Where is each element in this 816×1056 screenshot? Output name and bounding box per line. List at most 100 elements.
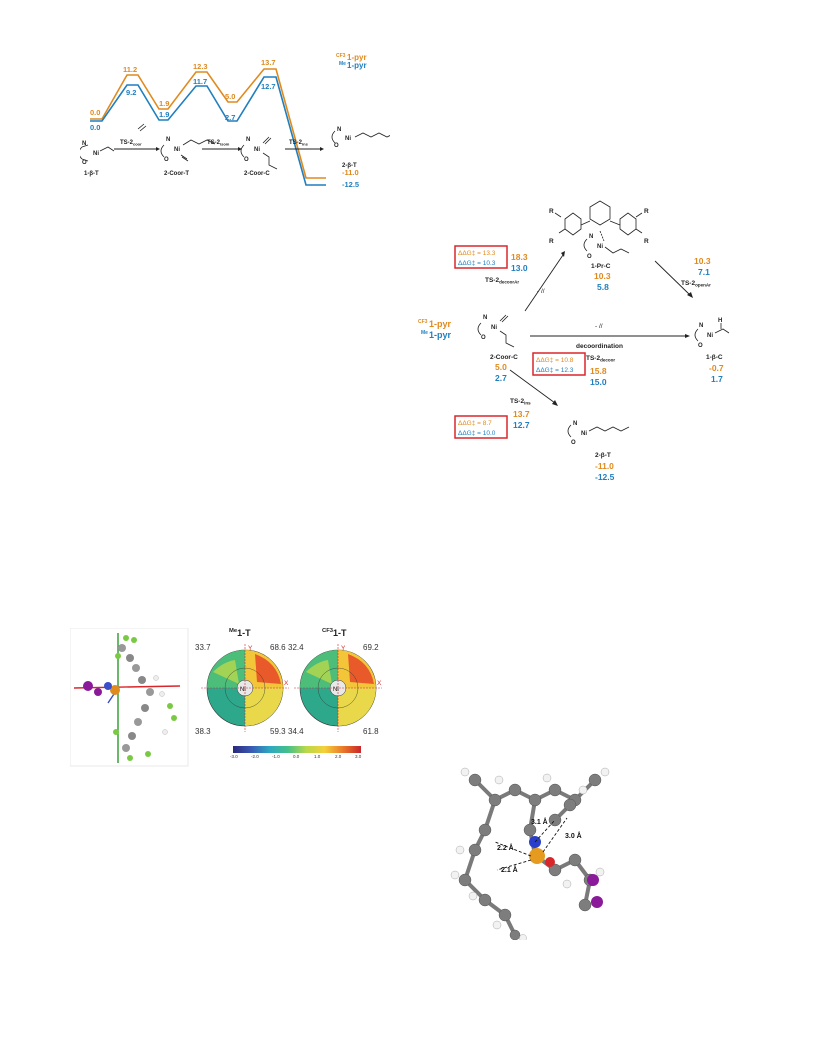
orange-e3: 1.9 — [159, 99, 169, 108]
ts-ins-label: TS-2ins — [289, 140, 309, 147]
minus-ethylene-2: - // — [595, 323, 603, 330]
left-box-orange: ΔΔG‡ = 13.3 — [458, 250, 496, 257]
svg-text:H: H — [718, 318, 722, 324]
blue-e1: 0.0 — [90, 123, 100, 132]
top-name: 1-Pr-C — [591, 263, 611, 270]
reaction-network-svg: R R R R N Ni O 1-Pr-C 10.3 5.8 ΔΔG‡ = 13… — [418, 200, 730, 482]
molecule-3d-carbons — [458, 773, 602, 941]
ins-blue: 12.7 — [513, 420, 530, 430]
left-ts-name: TS-2decoorAr — [485, 277, 519, 285]
molecule-3d-atoms — [83, 635, 177, 761]
energy-profile-svg: 0.0 11.2 1.9 12.3 5.0 13.7 -11.0 0.0 9.2… — [78, 53, 396, 189]
blue-e7: -12.5 — [342, 180, 359, 189]
orange-e4: 12.3 — [193, 62, 208, 71]
map2-title: CF31-T — [322, 628, 347, 638]
map2-bl: 34.4 — [288, 727, 304, 736]
species-2: 2-Coor-T — [164, 171, 189, 177]
molecule-2-coor-T — [160, 139, 216, 162]
orange-profile-line — [90, 68, 326, 179]
blue-e2: 9.2 — [126, 88, 136, 97]
blue-e4: 11.7 — [193, 77, 207, 86]
top-R3: R — [644, 208, 649, 215]
iodine-atom-2 — [591, 896, 603, 908]
right-product-blue: 1.7 — [711, 374, 723, 384]
decoord-box-orange: ΔΔG‡ = 10.8 — [536, 357, 574, 364]
colorbar-gradient — [233, 746, 361, 753]
svg-text:N: N — [82, 141, 86, 147]
svg-text:N: N — [246, 137, 250, 143]
svg-text:N: N — [483, 315, 487, 321]
top-R2: R — [549, 238, 554, 245]
blue-e5: 2.7 — [225, 113, 235, 122]
arrow-top-to-right — [654, 260, 691, 296]
svg-text:N: N — [699, 323, 703, 329]
map2-center: Ni — [333, 687, 339, 693]
right-product-orange: -0.7 — [709, 363, 724, 373]
map2-tl: 32.4 — [288, 643, 304, 652]
map2-axis-x: X — [377, 680, 382, 687]
map1-title: Me1-T — [229, 628, 251, 638]
legend2-prefix: Me — [421, 330, 428, 336]
orange-e2: 11.2 — [123, 65, 137, 74]
minus-ethylene-1: - // — [537, 288, 545, 295]
left-ts-orange: 18.3 — [511, 252, 528, 262]
svg-text:O: O — [244, 157, 249, 163]
molecule-2-beta-T-bottom — [567, 424, 630, 438]
legend2-label: 1-pyr — [347, 61, 367, 70]
ins-box — [454, 415, 508, 439]
svg-text:Ni: Ni — [581, 431, 587, 437]
arrow-to-top — [524, 254, 564, 312]
svg-text:O: O — [82, 160, 87, 166]
reaction-network-figure: R R R R N Ni O 1-Pr-C 10.3 5.8 ΔΔG‡ = 13… — [415, 195, 785, 485]
ts-coor-label: TS-2coor — [120, 140, 142, 147]
molecule-2-beta-T — [331, 130, 396, 144]
decoord-box-blue: ΔΔG‡ = 12.3 — [536, 367, 574, 374]
nickel-atom — [529, 848, 545, 864]
distance-4: 2.1 Å — [501, 865, 518, 874]
map1-axis-x: X — [284, 680, 289, 687]
decoord-orange: 15.8 — [590, 366, 607, 376]
molecule-3d-figure: 3.1 Å 3.0 Å 2.2 Å 2.1 Å — [435, 760, 635, 942]
right-ts-blue: 7.1 — [698, 267, 710, 277]
svg-text:Ni: Ni — [597, 244, 603, 250]
ts-isom-label: TS-2isom — [207, 140, 230, 147]
species-3: 2-Coor-C — [244, 171, 270, 177]
svg-text:Ni: Ni — [174, 147, 180, 153]
center-blue: 2.7 — [495, 373, 507, 383]
ins-orange: 13.7 — [513, 409, 530, 419]
orange-e1: 0.0 — [90, 108, 100, 117]
ins-ts-name: TS-2ins — [510, 398, 531, 406]
structure-frame — [69, 627, 189, 767]
top-R1: R — [549, 208, 554, 215]
legend2-label: 1-pyr — [429, 330, 452, 340]
distance-2: 3.0 Å — [565, 831, 582, 840]
map2-br: 61.8 — [363, 727, 379, 736]
map1-tl: 33.7 — [195, 643, 211, 652]
ins-box-orange: ΔΔG‡ = 8.7 — [458, 420, 492, 427]
oxygen-atom — [545, 857, 555, 867]
svg-text:N: N — [166, 137, 170, 143]
left-ts-blue: 13.0 — [511, 263, 528, 273]
svg-text:O: O — [164, 157, 169, 163]
molecule-3d-svg: 3.1 Å 3.0 Å 2.2 Å 2.1 Å — [450, 767, 610, 942]
ins-box-blue: ΔΔG‡ = 10.0 — [458, 430, 496, 437]
molecule-1-Pr-C — [554, 200, 643, 254]
legend1-prefix: CF3 — [336, 53, 346, 59]
molecule-2-coor-C-center — [477, 314, 515, 348]
legend1-prefix: CF3 — [418, 319, 428, 325]
svg-text:N: N — [337, 127, 341, 133]
bottom-blue: -12.5 — [595, 472, 615, 482]
steric-map-2: CF31-T Ni Y X 32.4 69.2 34.4 61.8 — [288, 628, 388, 738]
species-1: 1-β-T — [84, 171, 99, 177]
ethylene-symbol — [137, 123, 147, 132]
center-orange: 5.0 — [495, 362, 507, 372]
svg-text:Ni: Ni — [345, 136, 351, 142]
decoord-box — [532, 352, 586, 376]
legend1-label: 1-pyr — [347, 53, 367, 62]
distance-3: 2.2 Å — [497, 843, 514, 852]
svg-text:O: O — [571, 440, 576, 446]
svg-text:Ni: Ni — [93, 151, 99, 157]
blue-e6: 12.7 — [261, 82, 276, 91]
orange-e6: 13.7 — [261, 58, 276, 67]
top-R4: R — [644, 238, 649, 245]
